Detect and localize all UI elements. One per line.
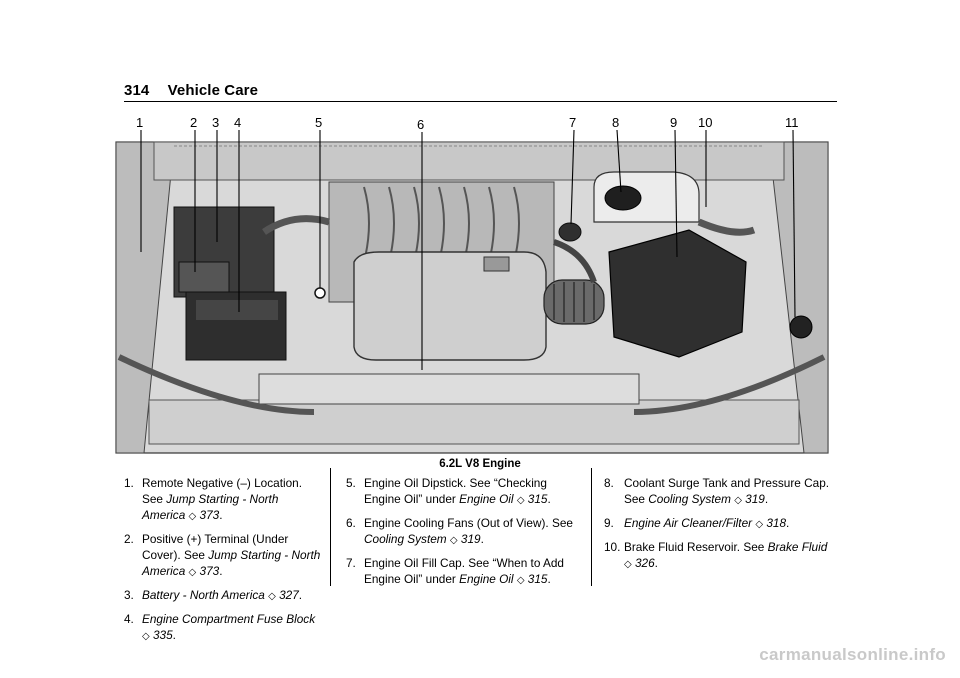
callout-2: 2 [190,115,197,130]
cross-reference-link[interactable]: Engine Air Cleaner/Filter [624,516,753,530]
legend-item: 8.Coolant Surge Tank and Pressure Cap. S… [604,476,830,506]
legend-column-3: 8.Coolant Surge Tank and Pressure Cap. S… [604,475,834,579]
cross-reference-link[interactable]: Engine Oil [459,572,514,586]
page-ref-icon: ◇ [142,631,150,642]
cross-reference-link[interactable]: Jump Starting - North America [142,492,279,522]
page-ref-link[interactable]: 319 [460,532,481,546]
legend-column-2: 5.Engine Oil Dipstick. See “Checking Eng… [346,475,581,595]
page-ref-icon: ◇ [188,567,197,578]
callout-8: 8 [612,115,619,130]
page-ref-icon: ◇ [624,559,632,570]
page-ref-icon: ◇ [188,511,197,522]
legend-item: 9.Engine Air Cleaner/Filter ◇ 318. [604,516,790,530]
callout-1: 1 [136,115,143,130]
cross-reference-link[interactable]: Battery - North America [142,588,265,602]
page-ref-link[interactable]: 319 [745,492,765,506]
legend-item: 1.Remote Negative (–) Location. See Jump… [124,476,302,522]
page-number: 314 [124,82,150,99]
page-ref-icon: ◇ [449,535,458,546]
page-ref-icon: ◇ [734,495,742,506]
header-rule [124,101,837,102]
cross-reference-link[interactable]: Engine Oil [459,492,514,506]
legend-item: 10.Brake Fluid Reservoir. See Brake Flui… [604,540,828,570]
page-ref-link[interactable]: 373 [199,508,220,522]
legend-item: 4.Engine Compartment Fuse Block ◇ 335. [124,612,316,642]
callout-11: 11 [785,115,799,130]
legend-item: 6.Engine Cooling Fans (Out of View). See… [346,516,573,546]
callout-3: 3 [212,115,219,130]
legend-item: 7.Engine Oil Fill Cap. See “When to Add … [346,556,564,586]
page-ref-link[interactable]: 315 [527,492,548,506]
callout-4: 4 [234,115,241,130]
page-header: 314 Vehicle Care [124,82,258,99]
page-ref-icon: ◇ [516,575,525,586]
callout-10: 10 [698,115,712,130]
callout-9: 9 [670,115,677,130]
cross-reference-link[interactable]: Brake Fluid [767,540,828,554]
column-divider [591,468,592,586]
callout-5: 5 [315,115,322,130]
page-ref-link[interactable]: 326 [634,556,655,570]
page-ref-link[interactable]: 318 [766,516,787,530]
legend-column-1: 1.Remote Negative (–) Location. See Jump… [124,475,324,651]
engine-compartment-illustration: 1 2 3 4 5 6 7 8 9 10 11 [114,112,830,457]
cross-reference-link[interactable]: Jump Starting - North America [142,548,321,578]
legend-item: 2.Positive (+) Terminal (Under Cover). S… [124,532,321,578]
callout-7: 7 [569,115,576,130]
watermark: carmanualsonline.info [759,645,946,664]
page-ref-icon: ◇ [268,591,276,602]
page-ref-link[interactable]: 315 [527,572,548,586]
legend-item: 3.Battery - North America ◇ 327. [124,588,303,602]
cross-reference-link[interactable]: Cooling System [648,492,731,506]
section-title: Vehicle Care [167,82,259,99]
page-ref-icon: ◇ [755,519,764,530]
page-ref-link[interactable]: 373 [199,564,220,578]
page-ref-link[interactable]: 327 [279,588,299,602]
engine-illustration-svg: 1 2 3 4 5 6 7 8 9 10 11 [114,112,830,457]
page-ref-icon: ◇ [516,495,525,506]
cross-reference-link[interactable]: Engine Compartment Fuse Block [142,612,316,626]
cross-reference-link[interactable]: Cooling System [364,532,447,546]
page-ref-link[interactable]: 335 [152,628,173,642]
figure-caption: 6.2L V8 Engine [439,458,521,470]
legend-item: 5.Engine Oil Dipstick. See “Checking Eng… [346,476,551,506]
column-divider [330,468,331,586]
callout-6: 6 [417,117,424,132]
